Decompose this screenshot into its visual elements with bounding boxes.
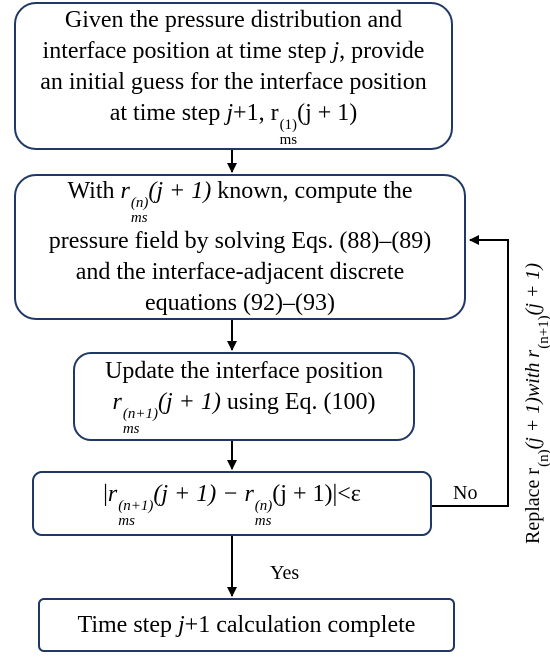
step3-box: Update the interface position r(n+1)ms(j…: [73, 352, 415, 441]
step3-line2-tail: using Eq. (100): [220, 389, 376, 415]
step5-box: Time step j+1 calculation complete: [38, 598, 455, 652]
step1-line4-text: at time step: [109, 99, 227, 126]
step1-box: Given the pressure distribution and inte…: [14, 2, 453, 150]
step4-r1: r: [107, 480, 118, 507]
step2-box: With r(n)ms(j + 1) known, compute the pr…: [14, 174, 466, 320]
step5-tail: +1 calculation complete: [184, 611, 416, 638]
step3-line1: Update the interface position: [105, 358, 383, 384]
step2-line1-tail: known, compute the: [211, 177, 413, 204]
step3-sub: ms: [122, 421, 140, 437]
step4-sub1: ms: [118, 512, 135, 529]
step1-line1: Given the pressure distribution and: [64, 6, 403, 33]
yes-label: Yes: [270, 562, 300, 584]
step1-line4-mid: +1, r: [233, 99, 279, 126]
step5-text: Time step: [77, 611, 178, 638]
step3-sup: (n+1): [122, 406, 158, 422]
step1-line4: at time step j+1, r(1)ms(j + 1): [40, 98, 427, 148]
step4-indices2: (n)ms: [254, 497, 273, 529]
step4-bar: |: [103, 480, 108, 507]
step1-line3: an initial guess for the interface posit…: [40, 68, 427, 95]
replace-label: Replace r(n)ms(j + 1)with r(n+1)ms(j + 1…: [522, 263, 550, 544]
step2-arg: (j + 1): [148, 177, 212, 204]
step2-line3: and the interface-adjacent discrete: [75, 258, 405, 285]
step1-line2: interface position at time step j, provi…: [40, 36, 427, 67]
step3-indices: (n+1)ms: [123, 407, 158, 437]
replace-sup2: (n+1): [536, 315, 550, 349]
step2-r: r: [120, 177, 130, 204]
replace-sup1: (n): [536, 449, 550, 467]
step2-indices: (n)ms: [130, 194, 149, 226]
step2-line1-text: With: [67, 177, 121, 204]
loop-back-line: [432, 235, 509, 507]
step4-arg2: (j + 1)|<ε: [272, 480, 361, 507]
step1-line4-indices: (1)ms: [279, 116, 298, 148]
step5-var: j: [178, 611, 185, 638]
step4-box: |r(n+1)ms(j + 1) − r(n)ms(j + 1)|<ε: [32, 471, 432, 536]
step3-arg: (j + 1): [157, 389, 221, 415]
step4-sub2: ms: [254, 512, 272, 529]
step2-sup: (n): [130, 194, 149, 211]
step1-sub: ms: [279, 131, 298, 148]
step3-r: r: [112, 389, 122, 415]
step2-line4: equations (92)–(93): [145, 289, 335, 316]
replace-indices2: (n+1)ms: [536, 315, 550, 349]
replace-indices1: (n)ms: [536, 449, 550, 467]
step4-arg1: (j + 1) −: [153, 480, 245, 507]
step2-line2: pressure field by solving Eqs. (88)–(89): [48, 227, 432, 254]
step1-line2-text: interface position at time step: [42, 37, 333, 64]
step1-line2-var: j: [332, 37, 340, 64]
step1-sup: (1): [279, 116, 298, 133]
no-label: No: [453, 482, 478, 504]
step4-r2: r: [244, 480, 254, 507]
step4-sup2: (n): [254, 497, 273, 514]
step1-line4-var: j: [226, 99, 234, 126]
step1-line2-tail: , provide: [339, 37, 425, 64]
step3-line2: r(n+1)ms(j + 1) using Eq. (100): [105, 387, 383, 437]
replace-arg: (j + 1): [522, 262, 544, 316]
step2-sub: ms: [130, 209, 148, 226]
step1-line4-arg: (j + 1): [297, 99, 358, 126]
step4-sup1: (n+1): [118, 497, 154, 514]
replace-mid: (j + 1)with r: [522, 349, 544, 450]
step4-indices1: (n+1)ms: [118, 497, 154, 529]
step2-line1: With r(n)ms(j + 1) known, compute the: [49, 176, 432, 226]
replace-text: Replace r: [522, 467, 544, 544]
